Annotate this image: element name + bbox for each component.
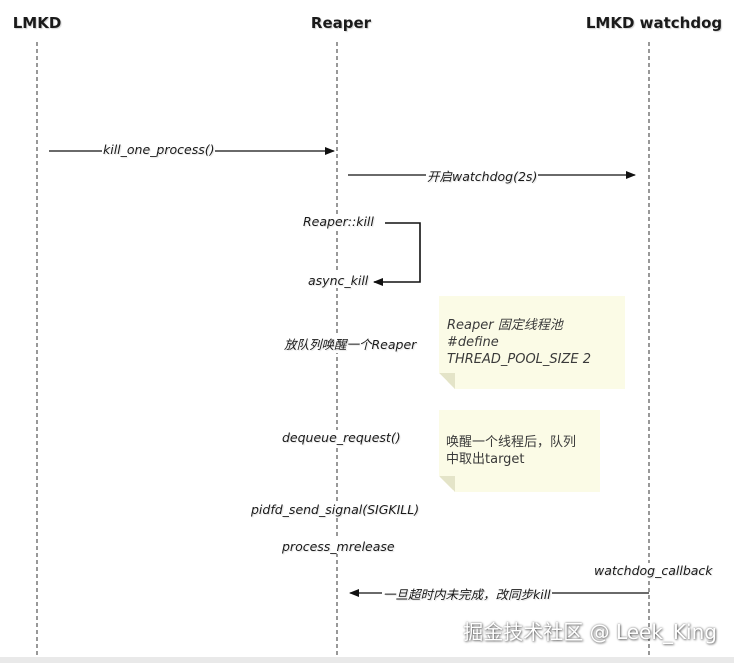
label-kill-one-process: kill_one_process()	[102, 142, 216, 157]
note-line: 中取出target	[446, 452, 525, 467]
label-dequeue-request: dequeue_request()	[281, 430, 402, 445]
note-line: THREAD_POOL_SIZE 2	[447, 352, 592, 367]
note-line: #define	[447, 335, 499, 350]
label-process-mrelease: process_mrelease	[281, 539, 396, 554]
label-enqueue-wake: 放队列唤醒一个Reaper	[283, 334, 418, 353]
note-thread-pool: Reaper 固定线程池 #define THREAD_POOL_SIZE 2	[439, 296, 625, 389]
label-pidfd-send-signal: pidfd_send_signal(SIGKILL)	[250, 502, 421, 517]
label-reaper-kill: Reaper::kill	[302, 214, 375, 229]
lane-title-reaper: Reaper	[310, 14, 372, 32]
note-dequeue-target: 唤醒一个线程后，队列 中取出target	[439, 410, 600, 492]
label-watchdog-callback: watchdog_callback	[593, 563, 714, 578]
label-async-kill: async_kill	[307, 273, 370, 288]
arrow-self-call	[373, 222, 421, 286]
note-line: 唤醒一个线程后，队列	[446, 435, 577, 450]
label-fallback-sync-kill: 一旦超时内未完成，改同步kill	[382, 584, 552, 603]
note-line: Reaper 固定线程池	[447, 318, 563, 333]
bottom-edge	[0, 657, 734, 663]
watermark: 掘金技术社区 @ Leek_King	[463, 620, 717, 644]
lane-title-lmkd: LMKD	[12, 14, 62, 32]
lane-title-watchdog: LMKD watchdog	[585, 14, 723, 32]
label-start-watchdog: 开启watchdog(2s)	[426, 166, 539, 185]
